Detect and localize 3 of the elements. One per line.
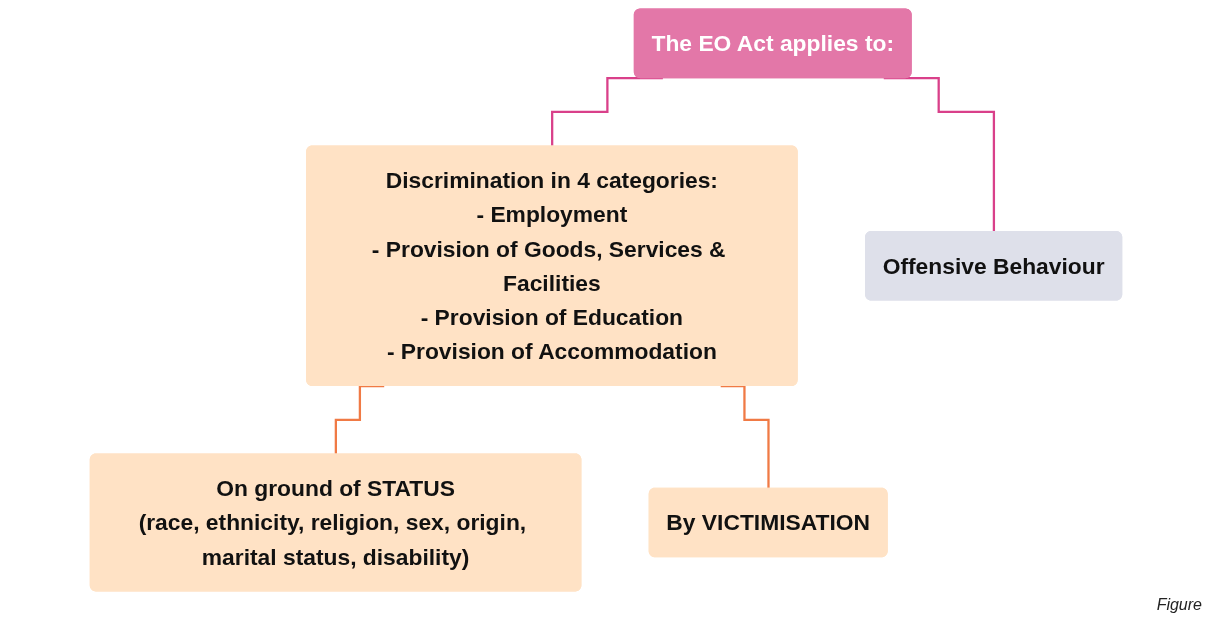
connector [551, 77, 663, 148]
figure-label: Figure [1156, 596, 1202, 614]
connector [720, 385, 770, 490]
